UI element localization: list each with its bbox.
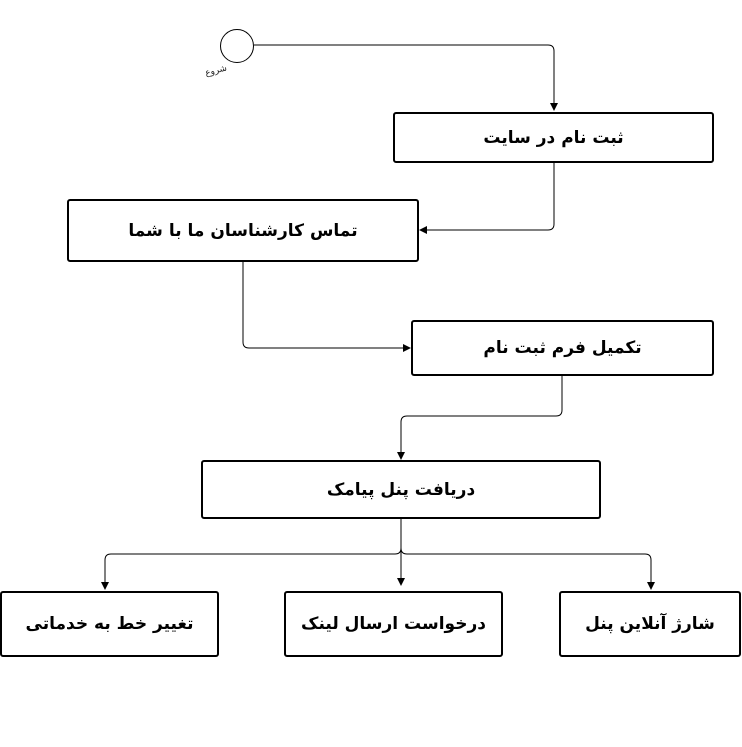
node-complete-form: تکمیل فرم ثبت نام [411,320,714,376]
edge-contact-to-form [242,262,411,352]
edge-panel-to-online-charge [400,519,655,590]
node-request-link: درخواست ارسال لینک [284,591,503,657]
node-online-charge: شارژ آنلاین پنل [559,591,741,657]
edge-form-to-panel [397,376,563,460]
edge-start-to-register [254,44,558,111]
node-change-line: تغییر خط به خدماتی [0,591,219,657]
start-node [220,29,254,63]
edge-register-to-contact [419,163,555,234]
edge-panel-to-change-line [101,519,402,590]
node-expert-contact: تماس کارشناسان ما با شما [67,199,419,262]
node-register-site: ثبت نام در سایت [393,112,714,163]
node-receive-panel: دریافت پنل پیامک [201,460,601,519]
